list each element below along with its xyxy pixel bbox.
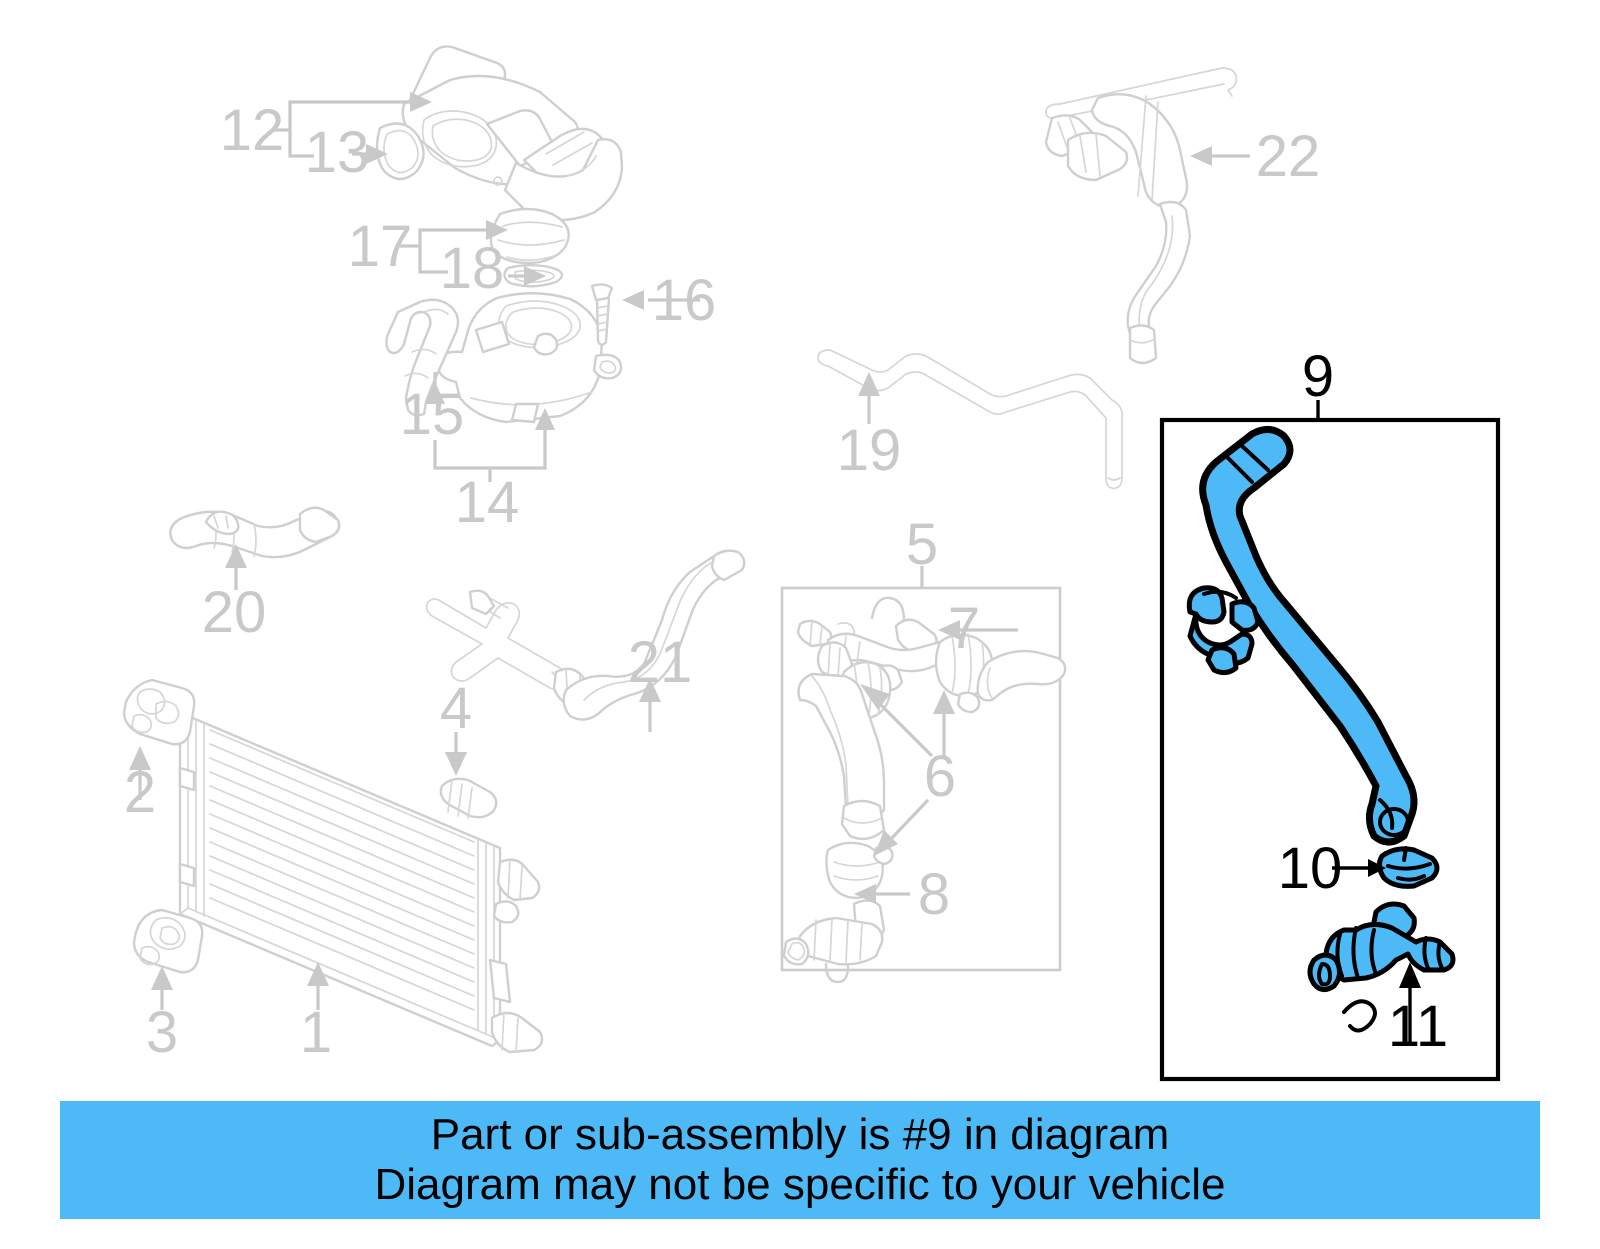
callout-1-label: 1 [300,1000,332,1065]
part-9-coolant-hose-assembly [1199,426,1418,846]
part-10-seal-gasket [1376,846,1440,889]
callout-6-label: 6 [924,744,956,809]
callout-4-label: 4 [440,676,472,741]
part-2-upper-radiator-mount-bracket: 2 [122,678,196,825]
part-3-lower-radiator-mount-bracket: 3 [132,908,204,1065]
callout-16-label: 16 [652,268,717,333]
callout-3-label: 3 [146,1000,178,1065]
callout-15-label: 15 [400,382,465,447]
info-banner: Part or sub-assembly is #9 in diagram Di… [60,1101,1540,1219]
callout-13-label: 13 [305,120,370,185]
callout-17-label: 17 [348,214,413,279]
part-1-radiator: 1 [178,714,544,1065]
part-12-water-outlet-housing: 12 13 [220,45,624,222]
callout-22-label: 22 [1256,124,1321,189]
part-11-connector-tee [1307,901,1456,1033]
callout-21-label: 21 [628,630,693,695]
part-21-bypass-hose: 21 [425,549,746,732]
part-9-retaining-clip [1186,585,1261,676]
callout-12-label: 12 [220,98,285,163]
group-box-9: 9 [1159,344,1501,1082]
part-22-return-hose-assembly: 22 [1044,67,1321,365]
banner-line-1: Part or sub-assembly is #9 in diagram [430,1110,1170,1159]
callout-11-label: 11 [1388,994,1448,1059]
group-box-5: 5 [780,512,1067,984]
callout-18-label: 18 [440,236,505,301]
banner-line-2: Diagram may not be specific to your vehi… [374,1160,1226,1209]
callout-5-label: 5 [906,512,938,577]
part-19-coolant-pipe: 19 [817,349,1123,490]
callout-20-label: 20 [202,580,267,645]
callout-9-label: 9 [1302,344,1334,409]
part-14-coolant-reservoir-assembly: 17 18 16 15 14 [348,207,717,535]
callout-10-label: 10 [1278,836,1343,901]
callout-19-label: 19 [837,418,902,483]
callout-2-label: 2 [124,760,156,825]
callout-7-label: 7 [948,596,980,661]
part-20-heater-hose: 20 [169,506,341,645]
callout-14-label: 14 [455,470,520,535]
callout-8-label: 8 [918,862,950,927]
part-4-drain-plug: 4 [439,676,498,819]
